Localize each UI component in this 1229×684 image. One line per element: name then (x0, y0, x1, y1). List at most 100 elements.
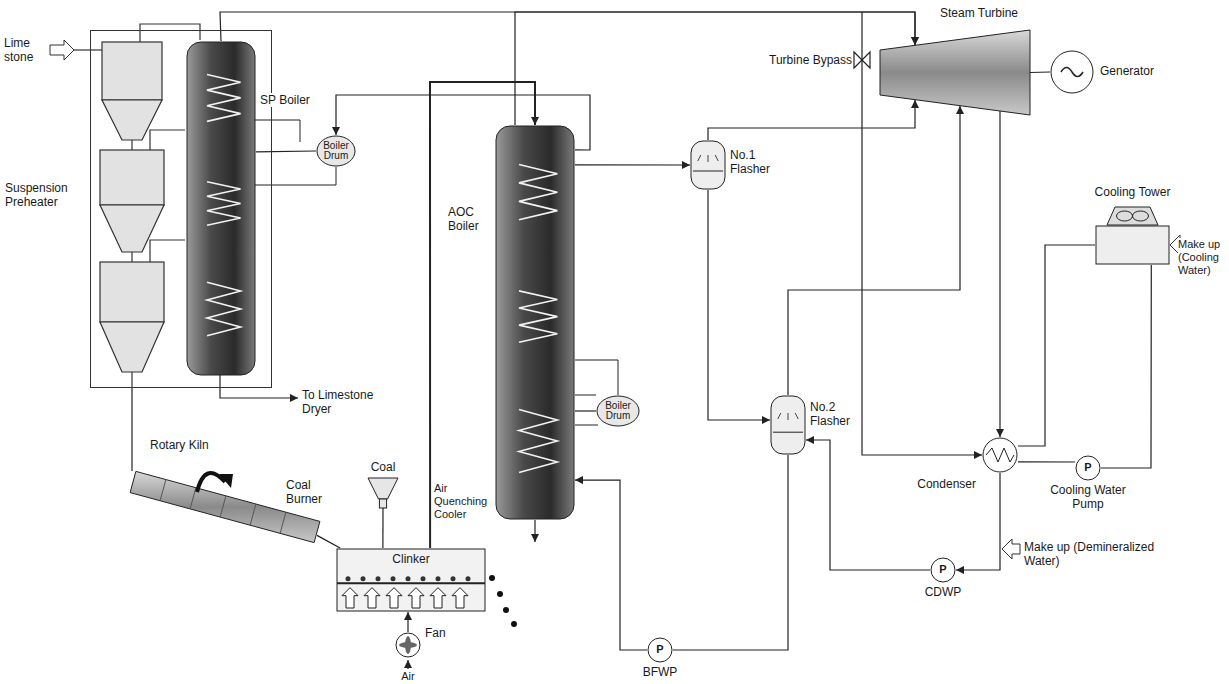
flow-label: Lime stone (4, 36, 48, 65)
pipe-line (220, 12, 915, 45)
pipe-line (256, 150, 316, 152)
flow-label: Make up (Demineralized Water) (1024, 540, 1184, 569)
cyclone (100, 42, 164, 388)
polygon-shape (100, 322, 164, 372)
polygon-shape (100, 205, 164, 252)
circle-shape (489, 575, 495, 581)
flow-label: Coal Burner (286, 478, 342, 507)
rect-shape (102, 42, 162, 100)
circle-shape (421, 576, 426, 581)
equipment-label: AOC Boiler (448, 205, 492, 234)
col-symbol (186, 41, 256, 376)
rect-shape (379, 499, 386, 508)
circle-shape (361, 576, 366, 581)
line-shape (250, 504, 256, 525)
equipment-flasher: No.1 Flasher (690, 140, 726, 190)
pipe-line (1018, 461, 1075, 462)
polygon-shape (102, 100, 162, 140)
equipment-ell: Boiler Drum (596, 395, 640, 427)
circle-shape (497, 591, 503, 597)
equipment-gen: Generator (1050, 50, 1094, 94)
polygon-shape (386, 588, 402, 608)
pump-letter: P (930, 557, 956, 583)
pipe-line (1030, 71, 1050, 73)
equipment-label: Cooling Water Pump (1050, 483, 1126, 512)
circle-shape (931, 558, 955, 582)
equipment-label: BFWP (635, 665, 685, 679)
line-shape (337, 582, 485, 584)
line-shape (131, 140, 132, 150)
circle-shape (648, 638, 672, 662)
line-shape (131, 252, 132, 262)
equipment-pump: PCooling Water Pump (1075, 455, 1101, 481)
path-shape (519, 165, 557, 220)
path-shape (986, 448, 1014, 462)
path-shape (207, 282, 241, 336)
rect-shape (1096, 226, 1169, 264)
exhaust-line (534, 520, 535, 542)
flasher-symbol (690, 140, 726, 190)
gas-duct (150, 130, 185, 262)
tower-symbol (1095, 225, 1170, 265)
polygon-shape (880, 30, 1030, 115)
equipment-cooler: Clinker (336, 548, 486, 612)
line-shape (220, 496, 226, 517)
hopper-symbol (368, 478, 398, 508)
ellipse-shape (597, 396, 639, 426)
pipe-line (708, 190, 770, 420)
polygon-shape (364, 588, 380, 608)
circle-shape (466, 576, 471, 581)
polygon-shape (1107, 207, 1158, 225)
path-shape (778, 413, 798, 420)
polygon-shape (452, 588, 468, 608)
pipe-line (788, 106, 960, 395)
circle-shape (983, 438, 1017, 472)
equipment-label: Cooling Tower (1080, 185, 1185, 199)
rect-shape (771, 396, 805, 454)
makeup-arrow (1002, 539, 1020, 559)
equipment-pump: PBFWP (647, 637, 673, 663)
equipment-turb: Steam Turbine (880, 30, 1030, 115)
equipment-label: SP Boiler (259, 93, 317, 107)
flow-label: Air Quenching Cooler (434, 482, 492, 522)
pipe-line (575, 164, 690, 165)
line-shape (693, 171, 723, 172)
air-arrow (407, 660, 408, 669)
ellipse-shape (405, 636, 411, 654)
circle-shape (406, 576, 411, 581)
pipe-line (806, 440, 930, 570)
equipment-label: Clinker (376, 552, 446, 566)
ellipse-shape (1117, 211, 1133, 221)
line-shape (131, 372, 132, 388)
polygon-shape (408, 588, 424, 608)
circle-shape (503, 607, 509, 613)
polygon-shape (368, 478, 398, 499)
equipment-label: Fan (425, 626, 455, 640)
circle-shape (346, 576, 351, 581)
pipe-line (407, 612, 408, 632)
circle-shape (1051, 51, 1093, 93)
rect-shape (691, 141, 725, 189)
pipe-line (708, 100, 915, 140)
flow-label: To Limestone Dryer (302, 388, 382, 417)
flow-label: Air (396, 670, 420, 683)
polygon-shape (219, 474, 233, 488)
equipment-pump: PCDWP (930, 557, 956, 583)
gas-duct (140, 24, 200, 42)
cond-symbol (982, 437, 1018, 473)
pipe-line (131, 388, 132, 471)
equipment-flasher: No.2 Flasher (770, 395, 806, 455)
circle-shape (511, 621, 517, 627)
equipment-cond: Condenser (982, 437, 1018, 473)
ellipse-shape (317, 136, 355, 166)
equipment-label: Generator (1100, 64, 1180, 78)
equipment-label: Rotary Kiln (150, 438, 240, 452)
path-shape (519, 291, 557, 342)
circle-shape (396, 633, 420, 657)
pipe-line (1101, 265, 1151, 468)
col-symbol (495, 125, 575, 520)
flow-label: Make up (Cooling Water) (1178, 238, 1226, 278)
feed-arrow (50, 40, 74, 60)
equipment-label: Condenser (910, 477, 976, 491)
